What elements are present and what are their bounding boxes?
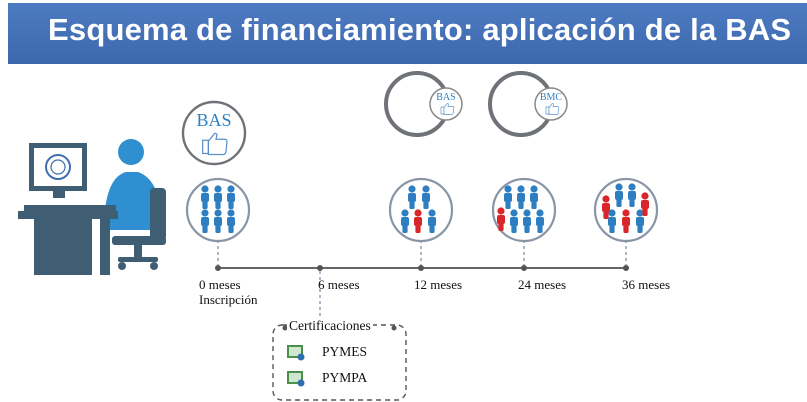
- tick-12-meses: [418, 265, 424, 271]
- bmc-badge-small-label: BMC: [540, 92, 563, 103]
- chair-icon: [150, 188, 166, 240]
- computer-user-illustration: [18, 139, 166, 275]
- page-title: Esquema de financiamiento: aplicación de…: [48, 12, 792, 47]
- milestone-label-0: 0 meses: [199, 277, 241, 292]
- tick-36-meses: [623, 265, 629, 271]
- user-torso: [104, 172, 162, 230]
- certifications-title: Certificaciones: [287, 318, 373, 334]
- monitor-screen: [34, 148, 82, 186]
- title-banner: Esquema de financiamiento: aplicación de…: [8, 3, 807, 64]
- tick-0-meses: [215, 265, 221, 271]
- milestone-label-24: 24 meses: [518, 277, 567, 292]
- desk-top: [24, 205, 116, 211]
- milestone-label-36: 36 meses: [622, 277, 671, 292]
- tick-6-meses: [317, 265, 323, 271]
- timeline-ticks: [215, 265, 629, 271]
- certificate-icon: [287, 345, 305, 361]
- bmc-badge-small: BMC: [488, 71, 568, 137]
- group-24-meses: [491, 177, 557, 243]
- milestone-sublabel-0: Inscripción: [199, 292, 258, 307]
- certification-item-pympa: PYMPA: [322, 370, 368, 385]
- tick-24-meses: [521, 265, 527, 271]
- milestone-label-6: 6 meses: [318, 277, 360, 292]
- certifications-box: [272, 324, 407, 401]
- certification-item-pymes: PYMES: [322, 344, 368, 359]
- certificate-icon: [287, 371, 305, 387]
- milestone-label-12: 12 meses: [414, 277, 463, 292]
- bas-badge-small: BAS: [384, 71, 463, 137]
- bas-badge-large: BAS: [181, 100, 247, 166]
- bas-badge-small-label: BAS: [436, 92, 455, 103]
- group-36-meses: [593, 177, 659, 243]
- group-12-meses: [388, 177, 454, 243]
- bas-badge-large-label: BAS: [196, 110, 231, 130]
- group-0-meses: [185, 177, 251, 243]
- seal-icon: [45, 154, 71, 180]
- user-head: [118, 139, 144, 165]
- desk-drawers: [34, 219, 92, 275]
